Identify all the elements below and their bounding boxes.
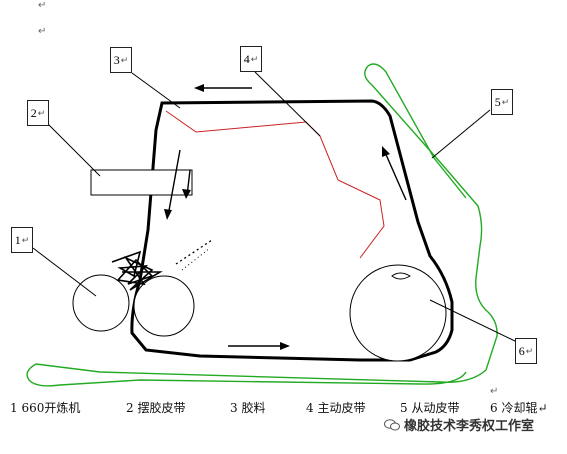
callout-5: 5↵ xyxy=(491,89,513,115)
legend-item-driven-belt: 5 从动皮带 xyxy=(400,401,460,415)
callout-3-label: 3 xyxy=(113,52,120,67)
callout-2-label: 2 xyxy=(30,105,37,120)
stock-tangle xyxy=(111,250,163,291)
leader-3 xyxy=(131,72,181,109)
callout-2-mark: ↵ xyxy=(37,107,46,118)
leader-2 xyxy=(47,123,101,177)
mill-roll-left xyxy=(72,274,130,332)
callout-4-label: 4 xyxy=(243,51,250,66)
legend-item-material: 3 胶料 xyxy=(230,401,266,415)
callout-1-label: 1 xyxy=(14,232,21,247)
spray-dots xyxy=(175,239,213,265)
arrow-down-right xyxy=(182,169,191,199)
wechat-icon xyxy=(384,418,400,430)
leader-6 xyxy=(429,299,518,343)
watermark-text: 橡胶技术李秀权工作室 xyxy=(404,419,535,434)
swing-belt-rect xyxy=(90,169,193,196)
callout-4-mark: ↵ xyxy=(250,53,259,64)
callout-6: 6↵ xyxy=(515,338,537,364)
callout-6-label: 6 xyxy=(518,343,525,358)
leader-5 xyxy=(431,109,491,159)
legend-item-swing-belt: 2 摆胶皮带 xyxy=(126,401,186,415)
callout-4: 4↵ xyxy=(240,46,262,72)
arrow-right-bottom xyxy=(228,342,290,350)
leader-4 xyxy=(254,71,321,137)
callout-6-mark: ↵ xyxy=(525,345,534,356)
driven-belt-green xyxy=(26,65,498,387)
callout-5-mark: ↵ xyxy=(501,96,510,107)
driven-belt-green-top xyxy=(367,63,467,199)
cooling-roll xyxy=(349,264,447,362)
arrow-left-top xyxy=(194,84,252,92)
paragraph-mark-2: ↵ xyxy=(38,26,47,37)
rubber-material-red xyxy=(165,110,385,259)
mill-roll-right xyxy=(133,275,195,337)
leader-1 xyxy=(32,247,97,297)
paragraph-mark-top: ↵ xyxy=(38,0,47,11)
callout-1: 1↵ xyxy=(11,227,33,253)
main-belt-black xyxy=(130,99,454,362)
callout-3-mark: ↵ xyxy=(120,54,129,65)
callout-1-mark: ↵ xyxy=(21,234,30,245)
arrow-up-right xyxy=(382,146,407,201)
arrow-down-left xyxy=(164,149,181,220)
watermark: 橡胶技术李秀权工作室 xyxy=(384,415,534,434)
legend-item-main-belt: 4 主动皮带 xyxy=(306,401,366,415)
callout-5-label: 5 xyxy=(494,94,501,109)
legend-item-mill: 1 660开炼机 xyxy=(10,401,81,415)
callout-2: 2↵ xyxy=(27,100,49,126)
callout-3: 3↵ xyxy=(110,47,132,73)
legend-item-cooling-roll: 6 冷却辊↵ xyxy=(490,401,548,415)
paragraph-mark-3: ↵ xyxy=(490,386,499,397)
spray-dots-2 xyxy=(181,247,211,271)
cooling-roll-mark xyxy=(391,272,411,280)
